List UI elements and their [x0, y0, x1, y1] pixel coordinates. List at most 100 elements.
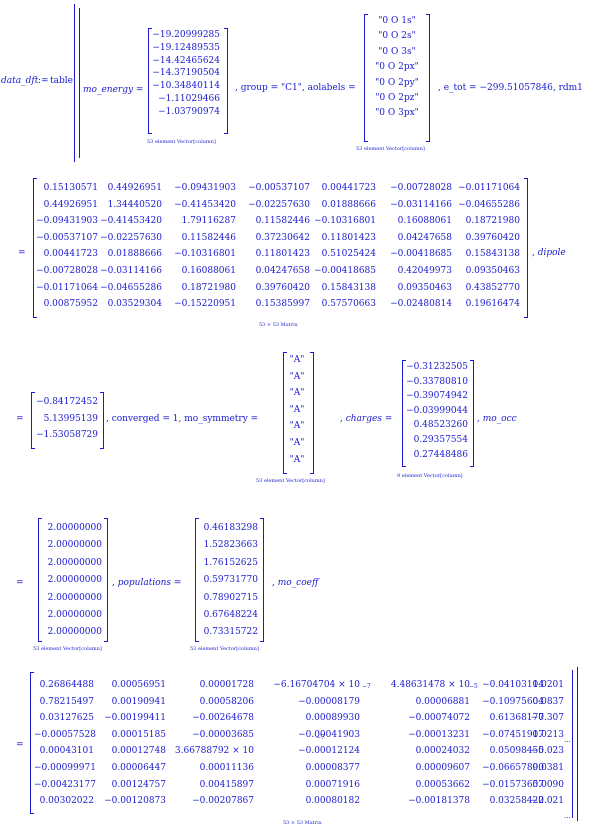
mo-energy-entry: −1.03790974 — [158, 106, 220, 117]
exp-b: −7 — [362, 683, 371, 690]
mo-coeff-cell: 0.00009607 — [415, 762, 470, 773]
rdm1-cell: 0.15385997 — [255, 299, 310, 310]
rdm1-cell: 0.09350463 — [397, 282, 452, 293]
mo-symmetry-entry: "A" — [289, 454, 305, 465]
rdm1-cell: 0.04247658 — [397, 232, 452, 243]
dipole-entry: −0.84172452 — [36, 397, 98, 407]
aolabel-entry: "0 O 2px" — [375, 62, 419, 73]
mo-coeff-cell: 0.0201 — [532, 680, 565, 690]
mo-symmetry-bracket-right — [310, 352, 314, 474]
rdm1-cell: 0.15130571 — [43, 183, 98, 193]
rdm1-cell: −0.09431903 — [36, 216, 98, 227]
mo-coeff-label: , mo_coeff — [272, 578, 319, 588]
mo-coeff-cell: 0.00053662 — [415, 779, 470, 790]
rdm1-cell: −0.15220951 — [174, 299, 236, 310]
mo-coeff-cell: −0.00423177 — [34, 779, 96, 790]
mo-coeff-cell: 0.0213 — [532, 729, 565, 740]
mo-occ-entry: 2.00000000 — [47, 610, 102, 621]
mo-symmetry-entry: "A" — [289, 388, 305, 399]
rdm1-caption: 53 × 53 Matrix — [259, 322, 298, 328]
population-entry: 0.46183298 — [203, 523, 258, 533]
aolabels-caption: 53 element Vector[column] — [356, 146, 425, 152]
mo-coeff-cell: 0.0381 — [532, 762, 565, 773]
mo-energy-bracket-right — [224, 28, 228, 134]
mo-energy-bracket-left — [148, 28, 152, 134]
rdm1-cell: 0.44926951 — [107, 183, 162, 193]
rdm1-cell: 0.16088061 — [397, 216, 452, 227]
population-entry: 0.78902715 — [203, 592, 258, 603]
population-entry: 0.73315722 — [203, 627, 258, 638]
paren-left-inner — [79, 8, 80, 158]
mo-coeff-cell: 0.00006881 — [415, 696, 470, 707]
rdm1-cell: −0.10316801 — [174, 249, 236, 260]
mo-coeff-cell: 0.00043101 — [39, 746, 94, 757]
mo-coeff-cell: −0.01573657 — [482, 779, 544, 790]
rdm1-cell: 0.15843138 — [321, 282, 376, 293]
rdm1-cell: 0.18721980 — [181, 282, 236, 293]
rdm1-cell: −0.02257630 — [248, 199, 310, 210]
rdm1-cell: 1.34440520 — [107, 199, 162, 210]
rdm1-cell: 0.15843138 — [465, 249, 520, 260]
rdm1-cell: 0.11582446 — [255, 216, 310, 227]
mo-coeff-caption: 53 × 53 Matrix — [283, 820, 322, 826]
rdm1-cell: 0.01888666 — [321, 199, 376, 210]
mo-symmetry-entry: "A" — [289, 371, 305, 382]
rdm1-cell: −0.00728028 — [390, 183, 452, 193]
mo-coeff-cell: −0.021 — [530, 796, 564, 807]
dipole-bracket-left — [31, 392, 35, 449]
rdm1-cell: 0.51025424 — [321, 249, 376, 260]
mo-energy-entry: −1.11029466 — [158, 93, 220, 104]
mo-coeff-cell: 0.00008377 — [305, 762, 360, 773]
aolabels-bracket-right — [426, 14, 430, 142]
mo-coeff-cell: −0.07451917 — [482, 729, 544, 740]
population-entry: 1.52823663 — [203, 540, 258, 551]
rdm1-cell: 0.11801423 — [255, 249, 310, 260]
charge-entry: −0.31232505 — [406, 362, 468, 372]
mo-energy-entry: −10.34840114 — [152, 81, 220, 92]
rdm1-cell: 0.03529304 — [107, 299, 162, 310]
charges-caption: 9 element Vector[column] — [397, 473, 463, 479]
mo-coeff-cell: −0.00207867 — [192, 796, 254, 807]
rdm1-equals: = — [18, 248, 26, 258]
rdm1-cell: 0.11801423 — [321, 232, 376, 243]
mo-coeff-cell: −0.00264678 — [192, 713, 254, 724]
mo-coeff-cell: −0.00008179 — [298, 696, 360, 707]
mo-coeff-cell: 0.00001728 — [199, 680, 254, 690]
mo-occ-entry: 2.00000000 — [47, 557, 102, 568]
rdm1-cell: 0.04247658 — [255, 265, 310, 276]
mo-coeff-cell: 0.00089930 — [305, 713, 360, 724]
rdm1-cell: 0.01888666 — [107, 249, 162, 260]
aolabel-entry: "0 O 1s" — [378, 16, 416, 26]
mo-coeff-cell: 0.03258422 — [489, 796, 544, 807]
charge-entry: −0.39074942 — [406, 391, 468, 402]
populations-label: , populations = — [112, 578, 182, 588]
dipole-entry: −1.53058729 — [36, 430, 98, 440]
mo-coeff-equals: = — [16, 740, 24, 750]
rdm1-cell: 0.19616474 — [465, 299, 520, 310]
mo-occ-bracket-left — [38, 518, 42, 642]
rdm1-cell: 1.79116287 — [181, 216, 236, 227]
mo-energy-caption: 53 element Vector[column] — [147, 139, 216, 145]
group-text: , group = "C1", aolabels = — [235, 83, 356, 93]
rdm1-cell: −0.03114166 — [100, 265, 162, 276]
charges-label: , charges = — [340, 414, 393, 424]
mo-coeff-ellipsis-bottom: ... — [564, 812, 571, 820]
charges-vector: −0.31232505−0.33780810−0.39074942−0.0399… — [404, 360, 468, 462]
mo-energy-entry: −19.20999285 — [152, 30, 220, 40]
aolabel-entry: "0 O 2pz" — [375, 93, 419, 104]
rdm1-cell: 0.43852770 — [465, 282, 520, 293]
mo-coeff-cell: 0.00006447 — [111, 762, 166, 773]
mo-symmetry-entry: "A" — [289, 404, 305, 415]
